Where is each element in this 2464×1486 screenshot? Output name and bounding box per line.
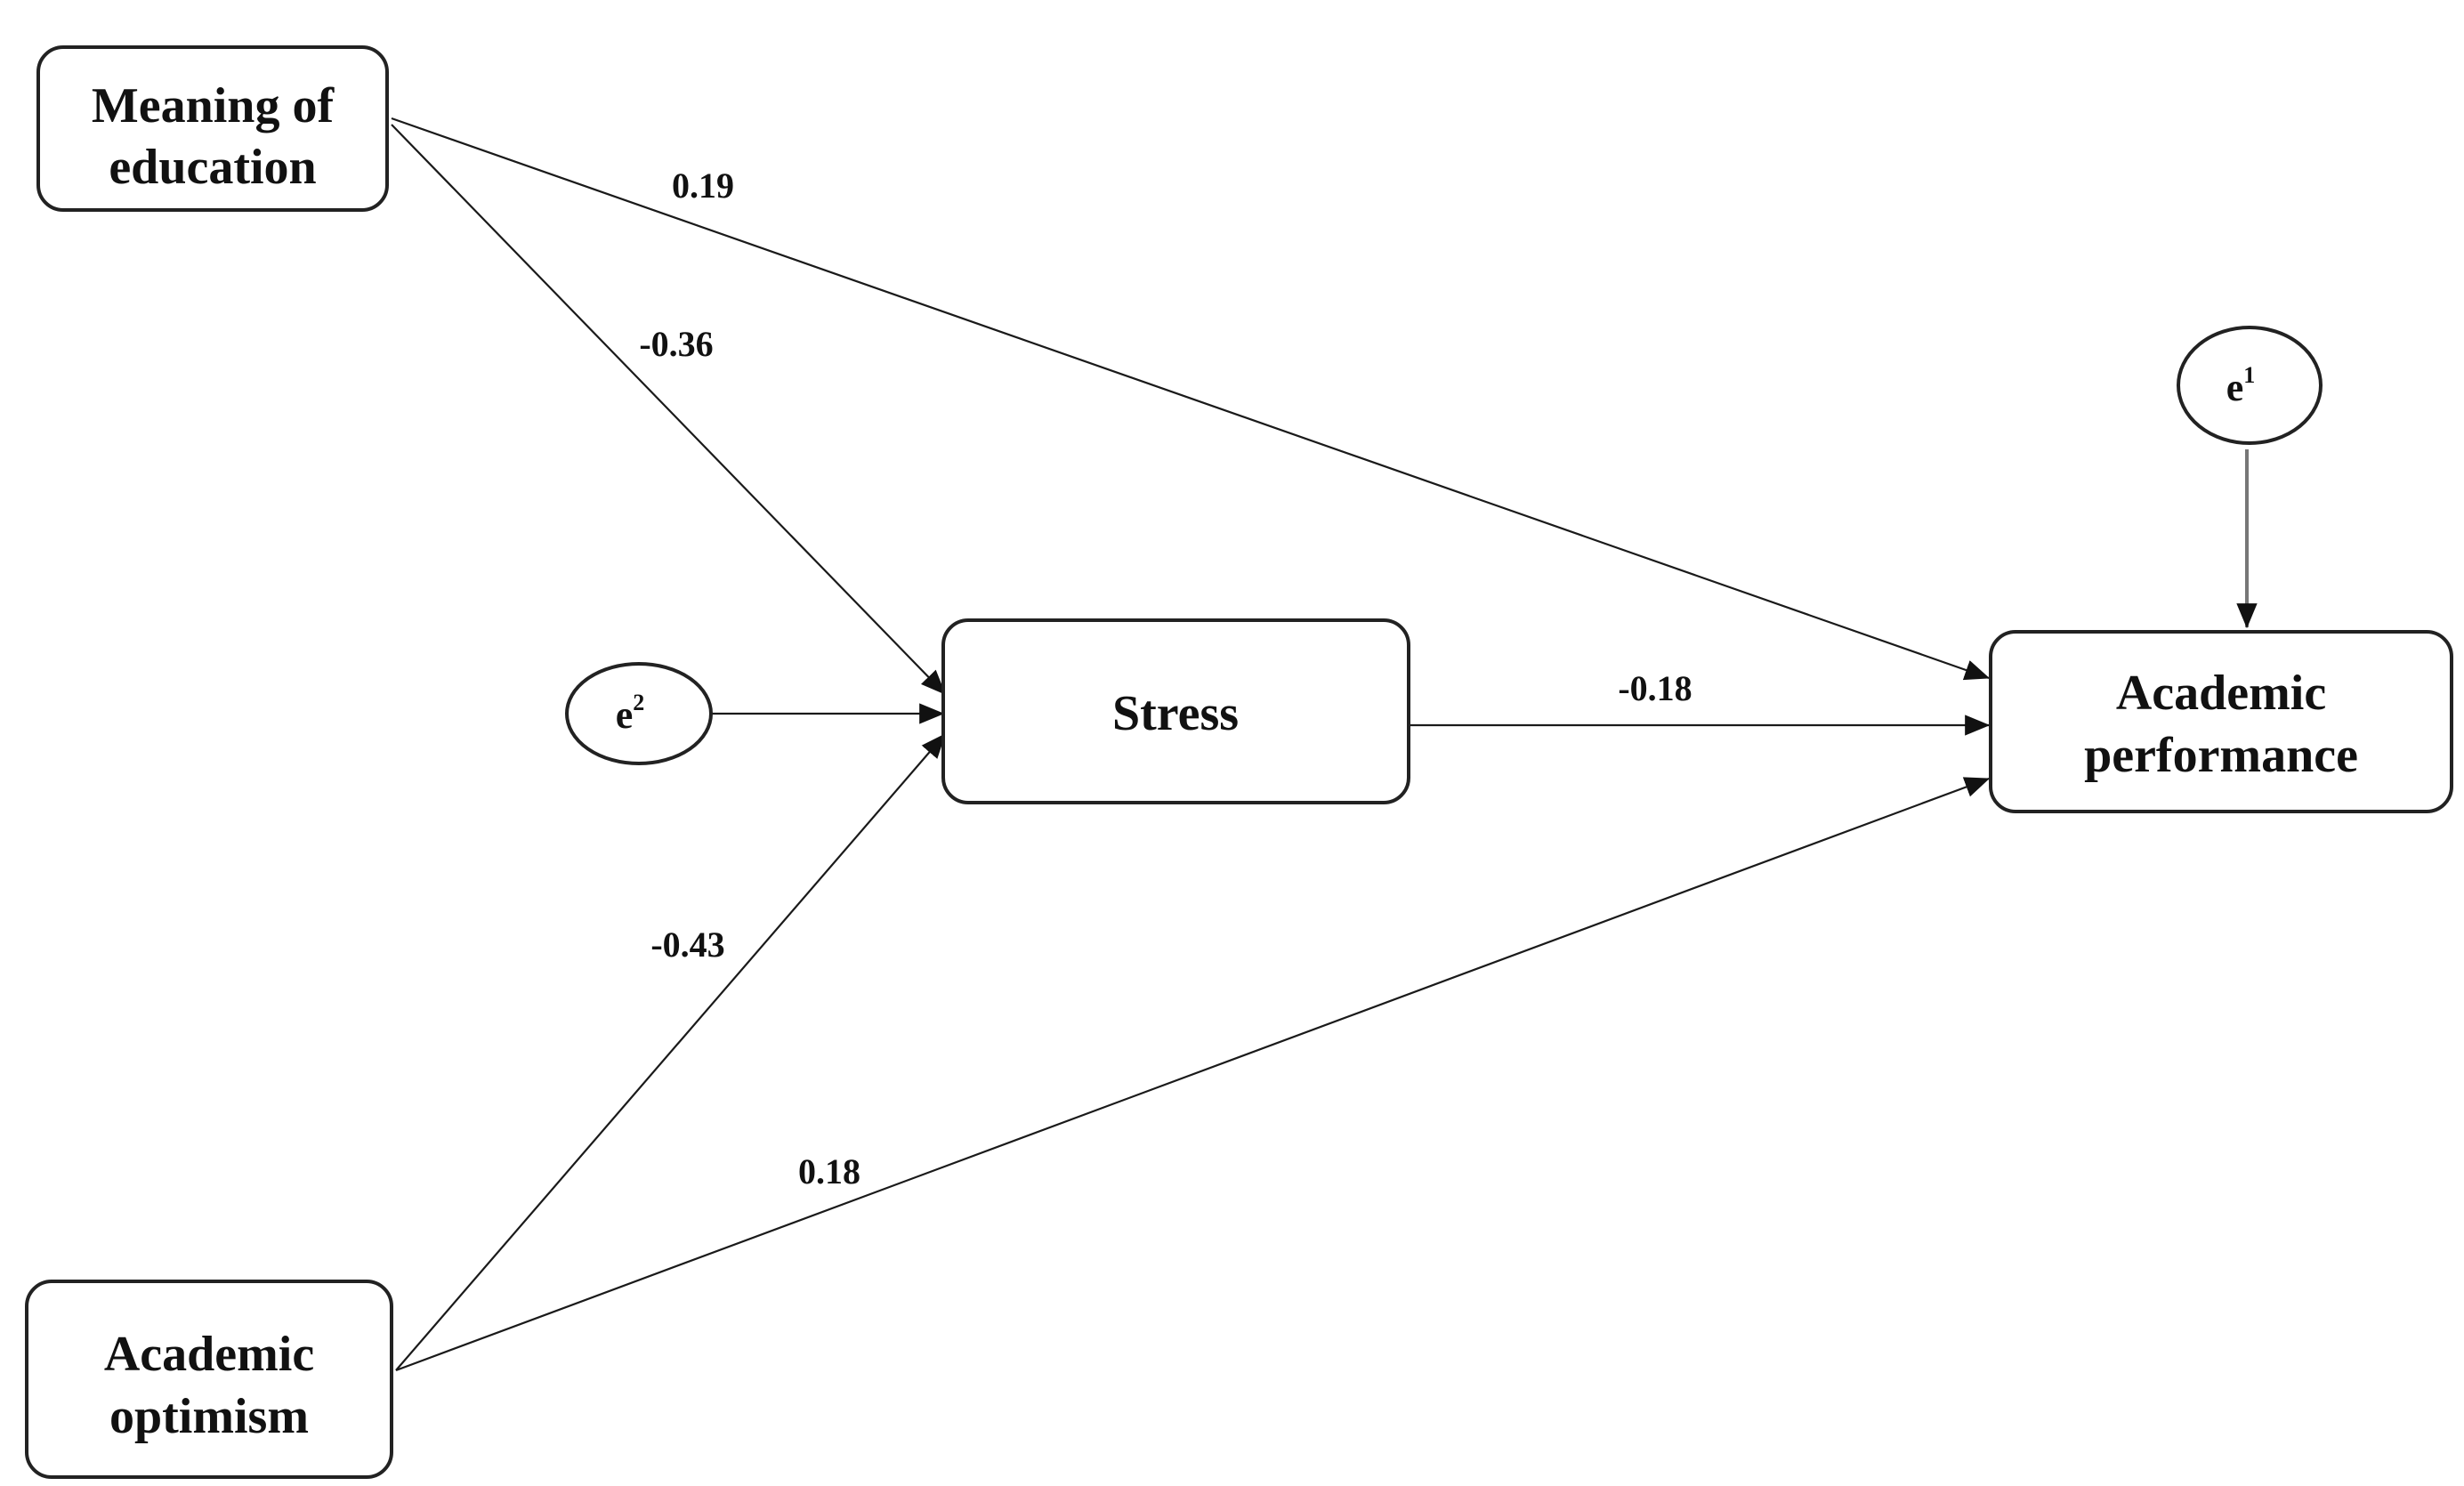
edge-meaning-to-stress xyxy=(391,124,946,695)
node-academic-optimism: Academic optimism xyxy=(25,1280,393,1479)
node-e2-label: e2 xyxy=(616,690,645,737)
node-meaning-line2: education xyxy=(109,140,316,195)
coef-meaning-to-stress: -0.36 xyxy=(639,324,713,364)
edge-meaning-to-performance xyxy=(391,117,1991,681)
node-e2-base: e xyxy=(616,693,634,737)
coef-optimism-to-stress: -0.43 xyxy=(650,925,724,965)
node-e2-sup: 2 xyxy=(633,690,644,715)
node-stress: Stress xyxy=(941,618,1410,804)
coef-optimism-to-performance: 0.18 xyxy=(798,1151,860,1191)
node-e2: e2 xyxy=(565,662,713,765)
coef-meaning-to-performance: 0.19 xyxy=(672,166,734,206)
node-performance-line2: performance xyxy=(2084,728,2358,783)
node-e1-label: e1 xyxy=(2226,362,2256,409)
node-optimism-line1: Academic xyxy=(104,1327,314,1382)
edge-optimism-to-stress xyxy=(395,733,946,1371)
node-e1: e1 xyxy=(2177,326,2323,445)
coef-stress-to-performance: -0.18 xyxy=(1618,668,1692,708)
node-stress-label: Stress xyxy=(1112,686,1239,741)
node-e1-base: e xyxy=(2226,366,2244,409)
node-academic-performance: Academic performance xyxy=(1989,630,2453,813)
edge-optimism-to-performance xyxy=(395,777,1991,1372)
node-performance-line1: Academic xyxy=(2116,666,2326,721)
node-meaning-of-education: Meaning of education xyxy=(36,45,389,212)
node-meaning-line1: Meaning of xyxy=(92,78,335,133)
node-e1-sup: 1 xyxy=(2243,362,2255,388)
node-optimism-line2: optimism xyxy=(109,1389,309,1444)
